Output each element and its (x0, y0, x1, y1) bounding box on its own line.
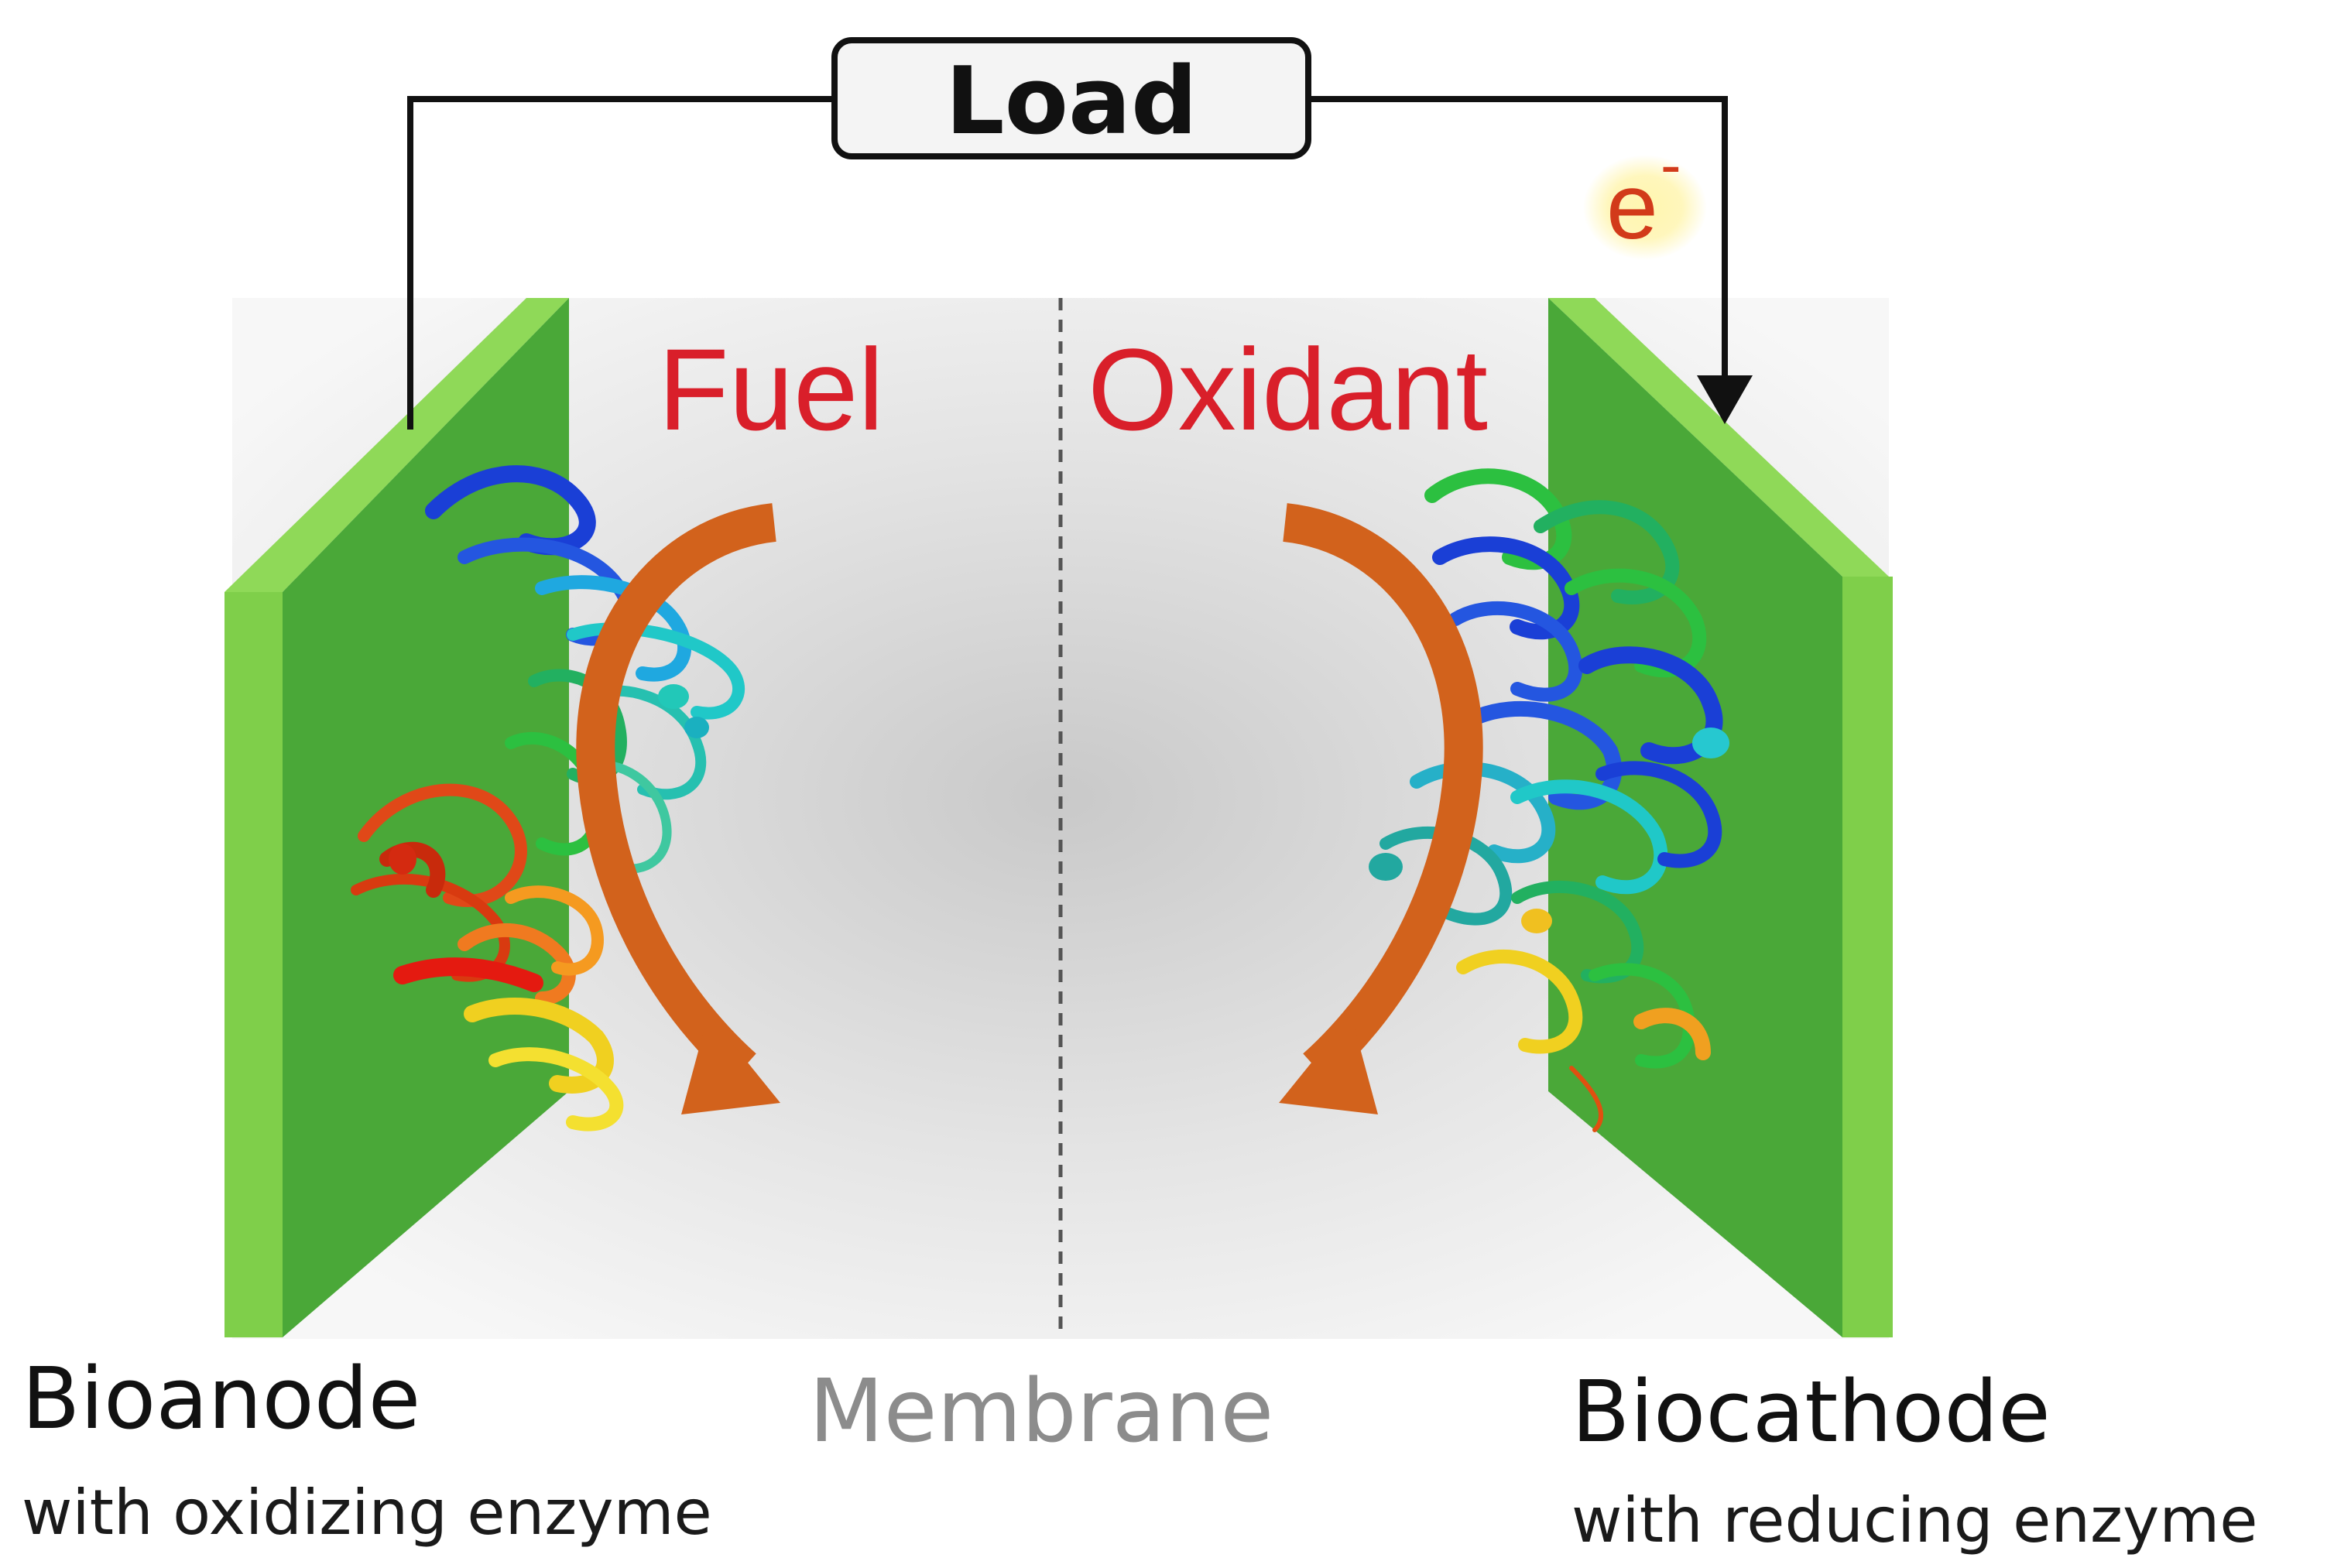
bioanode-title: Bioanode (22, 1349, 420, 1448)
fuel-arrow-shaft (576, 503, 777, 1083)
anode-face (283, 298, 569, 1337)
oxidant-arrowhead (1279, 1014, 1378, 1114)
electron-label: e (1606, 155, 1658, 258)
bioanode-subtitle: with oxidizing enzyme (22, 1477, 712, 1549)
oxidant-arrow-shaft (1282, 503, 1483, 1083)
biocathode-electrode (1548, 298, 1893, 1337)
membrane-label: Membrane (809, 1361, 1273, 1462)
biocathode-title: Biocathode (1571, 1362, 2051, 1461)
load-label: Load (945, 48, 1198, 156)
wire-arrowhead (1697, 375, 1753, 424)
external-circuit-wire (407, 96, 1753, 430)
cathode-top-edge (1548, 298, 1889, 577)
anode-top-edge (224, 298, 569, 592)
electron-superscript: - (1661, 130, 1681, 199)
fuel-label: Fuel (658, 324, 884, 454)
electron-glow (1583, 155, 1707, 260)
bioanode-electrode (224, 298, 569, 1337)
load-box-frame (831, 37, 1311, 159)
oxidant-reaction-arrow (1279, 503, 1483, 1114)
wire-right (1308, 96, 1728, 391)
cathode-face (1548, 298, 1842, 1337)
wire-left (407, 96, 836, 430)
fuel-reaction-arrow (576, 503, 780, 1114)
electron-label-group: e - (1583, 130, 1707, 260)
fuel-arrowhead (681, 1014, 780, 1114)
anode-front-edge (224, 592, 283, 1337)
cathode-front-edge (1842, 577, 1893, 1337)
biocathode-subtitle: with reducing enzyme (1571, 1484, 2258, 1556)
load-box: Load (831, 37, 1311, 159)
oxidant-label: Oxidant (1088, 324, 1488, 454)
